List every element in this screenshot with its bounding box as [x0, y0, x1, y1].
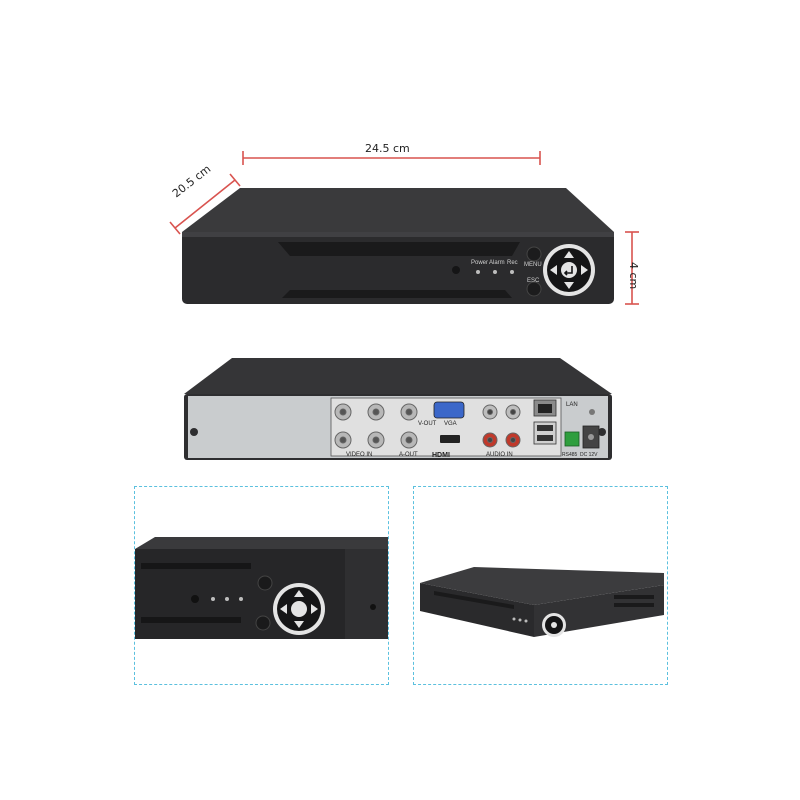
height-dimension-line — [625, 231, 639, 305]
rec-led — [510, 270, 514, 274]
vga-label: VGA — [444, 421, 457, 427]
led-label-power: Power — [471, 260, 489, 266]
width-dimension-label: 24.5 cm — [365, 142, 410, 155]
led-label-alarm: Alarm — [489, 260, 505, 266]
esc-label: ESC — [527, 278, 540, 284]
closeup-photo — [135, 537, 388, 639]
depth-dimension-line — [169, 173, 241, 235]
closeup-inset — [134, 486, 389, 685]
audio-in-label: AUDIO IN — [486, 452, 513, 458]
overview-inset — [413, 486, 668, 685]
overview-photo — [420, 567, 664, 637]
hdmi-label: HDMI — [432, 452, 450, 459]
led-label-rec: Rec — [507, 260, 518, 266]
height-dimension-label: 4 cm — [627, 262, 640, 290]
alarm-led — [493, 270, 497, 274]
power-button — [452, 266, 460, 274]
lan-label: LAN — [566, 402, 578, 408]
power-label: DC 12V — [580, 452, 598, 458]
esc-button — [526, 281, 542, 297]
a-out-bnc-port — [400, 431, 418, 449]
front-vents — [278, 242, 520, 298]
vga-port — [433, 401, 465, 419]
audio-rca-ports — [482, 404, 521, 448]
dvr-top-face — [182, 188, 614, 232]
v-out-label: V-OUT — [418, 421, 437, 427]
v-out-bnc-port — [400, 403, 418, 421]
navigation-pad — [543, 244, 595, 296]
video-in-bnc-ports — [334, 403, 385, 449]
a-out-label: A-OUT — [399, 452, 418, 458]
front-view-photo — [169, 151, 639, 305]
video-in-label: VIDEO IN — [346, 452, 373, 458]
rs485-terminal — [564, 431, 580, 447]
menu-button — [526, 246, 542, 262]
menu-label: MENU — [524, 262, 542, 268]
width-dimension-line — [242, 151, 541, 165]
rear-view-photo — [184, 358, 612, 460]
hdmi-port — [440, 435, 460, 443]
rs485-label: RS485 — [562, 452, 578, 458]
power-led — [476, 270, 480, 274]
